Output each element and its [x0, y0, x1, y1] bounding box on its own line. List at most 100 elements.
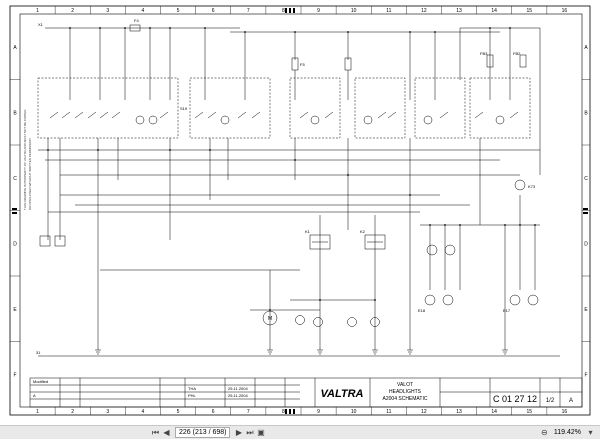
wire-junction-dot — [99, 27, 101, 29]
lamp-label-e17: E17 — [503, 308, 511, 313]
row-letter: C — [13, 176, 17, 182]
row-letter-right: A — [584, 45, 588, 51]
column-number-bottom: 15 — [527, 409, 533, 415]
column-number: 4 — [142, 8, 145, 14]
wire-junction-dot — [509, 27, 511, 29]
column-number-bottom: 3 — [106, 409, 109, 415]
column-number-bottom: 11 — [386, 409, 391, 415]
fuse-label-f5: F5 — [300, 62, 305, 67]
column-number-bottom: 8 — [282, 409, 285, 415]
title-initials-1: THA — [188, 386, 196, 391]
column-number-bottom: 13 — [456, 409, 462, 415]
page-number-input[interactable]: 226 (213 / 698) — [175, 427, 231, 438]
wire-junction-dot — [409, 31, 411, 33]
relay-label-k1: K1 — [305, 229, 311, 234]
column-number-bottom: 4 — [142, 409, 145, 415]
schematic-drawing: 1122334455667788991010111112121313141415… — [9, 5, 591, 416]
row-letter: D — [13, 241, 17, 247]
title-date-2: 25.11.2004 — [228, 393, 248, 398]
relay-label-k73: K73 — [528, 184, 536, 189]
ground-label-31: 31 — [36, 350, 41, 355]
wire-junction-dot — [124, 27, 126, 29]
column-number-bottom: 6 — [212, 409, 215, 415]
wire-junction-dot — [504, 224, 506, 226]
row-letter: F — [13, 372, 16, 378]
lamp-label-e18: E18 — [418, 308, 426, 313]
svg-text:OR DISCLOSED WITHOUT WRITTEN P: OR DISCLOSED WITHOUT WRITTEN PERMISSION — [28, 138, 32, 210]
valtra-logo: VALTRA — [321, 388, 364, 400]
column-number: 2 — [71, 8, 74, 14]
wire-junction-dot — [244, 31, 246, 33]
column-number: 5 — [177, 8, 180, 14]
wire-junction-dot — [489, 27, 491, 29]
svg-text:Modified: Modified — [33, 379, 48, 384]
column-number-bottom: 12 — [421, 409, 427, 415]
row-letter-right: C — [584, 176, 588, 182]
sheet-label: 1/2 — [546, 398, 555, 404]
prev-page-button[interactable]: ◀ — [163, 428, 170, 437]
wire-junction-dot — [294, 159, 296, 161]
fuse-label-f4: F4 — [134, 18, 139, 23]
title-line-3: A2004 SCHEMATIC — [383, 396, 428, 402]
wire-junction-dot — [434, 31, 436, 33]
wire-junction-dot — [209, 149, 211, 151]
wire-junction-dot — [459, 224, 461, 226]
drawing-number: C 01 27 12 — [493, 394, 537, 404]
column-number-bottom: 14 — [491, 409, 497, 415]
column-number: 13 — [456, 8, 462, 14]
column-number: 15 — [527, 8, 533, 14]
wire-junction-dot — [534, 224, 536, 226]
fuse-label-fb3: FB3 — [480, 51, 488, 56]
row-letter: B — [13, 110, 17, 116]
wire-junction-dot — [374, 299, 376, 301]
title-initials-2: PHL — [188, 393, 197, 398]
wire-junction-dot — [97, 149, 99, 151]
column-number: 12 — [421, 8, 427, 14]
svg-text:A: A — [33, 393, 36, 398]
fuse-label-fb2: FB2 — [513, 51, 521, 56]
column-number-bottom: 5 — [177, 409, 180, 415]
first-page-button[interactable]: ⏮ — [151, 427, 160, 437]
wire-junction-dot — [47, 149, 49, 151]
wire-junction-dot — [519, 224, 521, 226]
row-letter-right: F — [584, 372, 587, 378]
page-view-icon[interactable]: ▣ — [257, 428, 265, 437]
row-letter-right: B — [584, 110, 588, 116]
wire-junction-dot — [347, 31, 349, 33]
row-letter-right: E — [584, 307, 588, 313]
zoom-out-button[interactable]: ⊖ — [541, 428, 548, 437]
motor-label: M — [268, 316, 272, 322]
viewer-status-bar: ⏮ ◀ 226 (213 / 698) ▶ ⏭ ▣ ⊖ 119.42% ▾ — [0, 425, 600, 439]
last-page-button[interactable]: ⏭ — [246, 427, 254, 437]
switch-label-s19: S19 — [180, 106, 188, 111]
relay-label-k2: K2 — [360, 229, 366, 234]
column-number: 16 — [562, 8, 568, 14]
wire-junction-dot — [69, 27, 71, 29]
column-number-bottom: 2 — [71, 409, 74, 415]
column-number-bottom: 9 — [317, 409, 320, 415]
column-number: 9 — [317, 8, 320, 14]
wire-junction-dot — [169, 149, 171, 151]
wire-junction-dot — [319, 299, 321, 301]
wire-junction-dot — [409, 194, 411, 196]
zoom-menu-icon[interactable]: ▾ — [588, 428, 593, 437]
column-number-bottom: 7 — [247, 409, 250, 415]
wire-junction-dot — [444, 224, 446, 226]
revision-letter: A — [569, 398, 573, 404]
column-number: 7 — [247, 8, 250, 14]
column-number-bottom: 16 — [562, 409, 568, 415]
wire-junction-dot — [294, 31, 296, 33]
row-letter: E — [13, 307, 17, 313]
wire-junction-dot — [149, 27, 151, 29]
column-number-bottom: 1 — [36, 409, 39, 415]
column-number: 6 — [212, 8, 215, 14]
row-letter-right: D — [584, 241, 588, 247]
wire-junction-dot — [269, 309, 271, 311]
title-line-2: HEADLIGHTS — [389, 389, 422, 395]
column-number: 10 — [351, 8, 357, 14]
column-number: 14 — [491, 8, 497, 14]
zoom-level[interactable]: 119.42% — [553, 429, 581, 436]
wire-junction-dot — [169, 27, 171, 29]
next-page-button[interactable]: ▶ — [235, 428, 243, 437]
row-letter: A — [13, 45, 17, 51]
